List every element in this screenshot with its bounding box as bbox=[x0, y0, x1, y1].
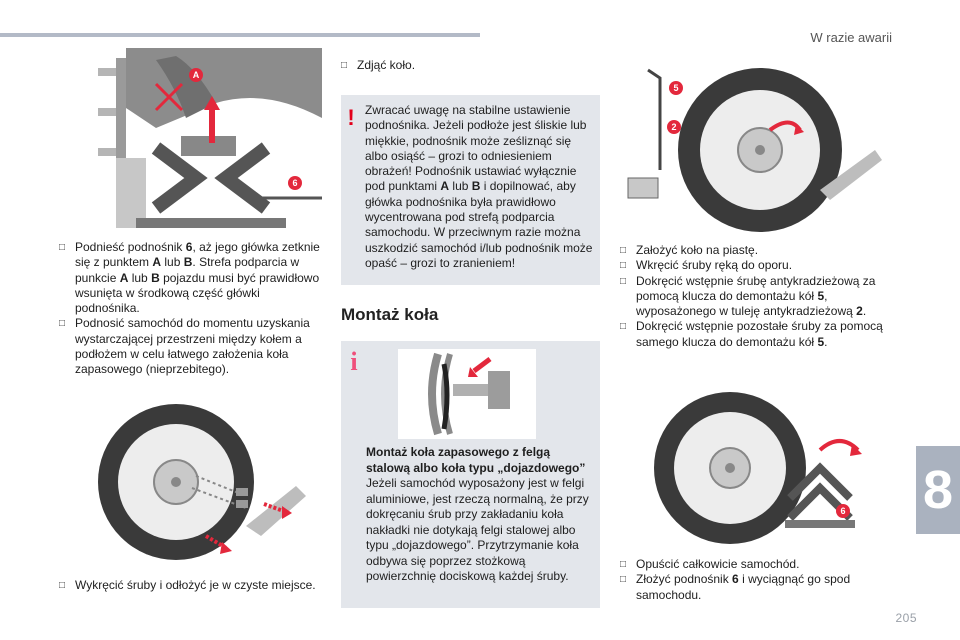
label-2-badge: 2 bbox=[667, 120, 681, 134]
header-bar bbox=[0, 33, 480, 37]
section-heading: Montaż koła bbox=[341, 305, 439, 324]
warning-icon: ! bbox=[347, 105, 355, 130]
list-item: □ Zdjąć koło. bbox=[341, 58, 416, 72]
info-icon: i bbox=[350, 347, 358, 376]
list-item: □ Podnieść podnośnik 6, aż jego główka z… bbox=[59, 240, 320, 316]
bullet-icon: □ bbox=[620, 321, 627, 333]
label-5-badge: 5 bbox=[669, 81, 683, 95]
wheel-mount-illustration bbox=[620, 60, 885, 240]
bullet-icon: □ bbox=[620, 245, 627, 256]
list-item: □ Wkręcić śruby ręką do oporu. bbox=[620, 258, 793, 273]
info-body: Jeżeli samochód wyposażony jest w felgi … bbox=[366, 476, 589, 583]
col2-step-top: □ Zdjąć koło. bbox=[341, 58, 600, 73]
col3-steps-2: □ Opuścić całkowicie samochód. □ Złożyć … bbox=[620, 557, 884, 603]
label-6-badge: 6 bbox=[288, 176, 302, 190]
warning-box: ! Zwracać uwagę na stabilne ustawienie p… bbox=[341, 95, 600, 285]
bullet-icon: □ bbox=[620, 559, 627, 570]
bullet-icon: □ bbox=[620, 260, 627, 272]
jack-illustration bbox=[96, 48, 322, 228]
label-a-badge: A bbox=[189, 68, 203, 82]
page-number: 205 bbox=[895, 611, 917, 625]
bullet-icon: □ bbox=[59, 318, 66, 330]
section-title: W razie awarii bbox=[810, 30, 892, 45]
list-item: □ Dokręcić wstępnie śrubę antykradzieżow… bbox=[620, 273, 876, 319]
info-box: i Montaż koła zapasowego z felgą stalową… bbox=[341, 341, 600, 608]
list-item: □ Złożyć podnośnik 6 i wyciągnąć go spod… bbox=[620, 572, 851, 602]
col3-steps-1: □ Założyć koło na piastę. □ Wkręcić śrub… bbox=[620, 243, 884, 350]
wheel-bolts-illustration bbox=[96, 396, 322, 568]
chapter-tab: 8 bbox=[916, 446, 960, 534]
list-item: □ Założyć koło na piastę. bbox=[620, 243, 759, 257]
bullet-icon: □ bbox=[341, 60, 348, 71]
list-item: □ Wykręcić śruby i odłożyć je w czyste m… bbox=[59, 578, 316, 592]
list-item: □ Opuścić całkowicie samochód. bbox=[620, 557, 800, 571]
col1-steps-1: □ Podnieść podnośnik 6, aż jego główka z… bbox=[59, 240, 321, 378]
warning-text: Zwracać uwagę na stabilne ustawienie pod… bbox=[365, 103, 593, 270]
bullet-icon: □ bbox=[59, 580, 66, 591]
label-6-badge-2: 6 bbox=[836, 504, 850, 518]
info-text: Montaż koła zapasowego z felgą stalową a… bbox=[366, 445, 594, 585]
list-item: □ Podnosić samochód do momentu uzyskania… bbox=[59, 316, 310, 377]
bullet-icon: □ bbox=[620, 275, 627, 287]
info-title: Montaż koła zapasowego z felgą stalową a… bbox=[366, 445, 586, 475]
wheel-lowering-illustration bbox=[620, 388, 885, 546]
bullet-icon: □ bbox=[620, 574, 627, 586]
bolt-rim-illustration bbox=[398, 349, 536, 439]
list-item: □ Dokręcić wstępnie pozostałe śruby za p… bbox=[620, 319, 883, 349]
bullet-icon: □ bbox=[59, 242, 66, 253]
col1-steps-2: □ Wykręcić śruby i odłożyć je w czyste m… bbox=[59, 578, 321, 593]
